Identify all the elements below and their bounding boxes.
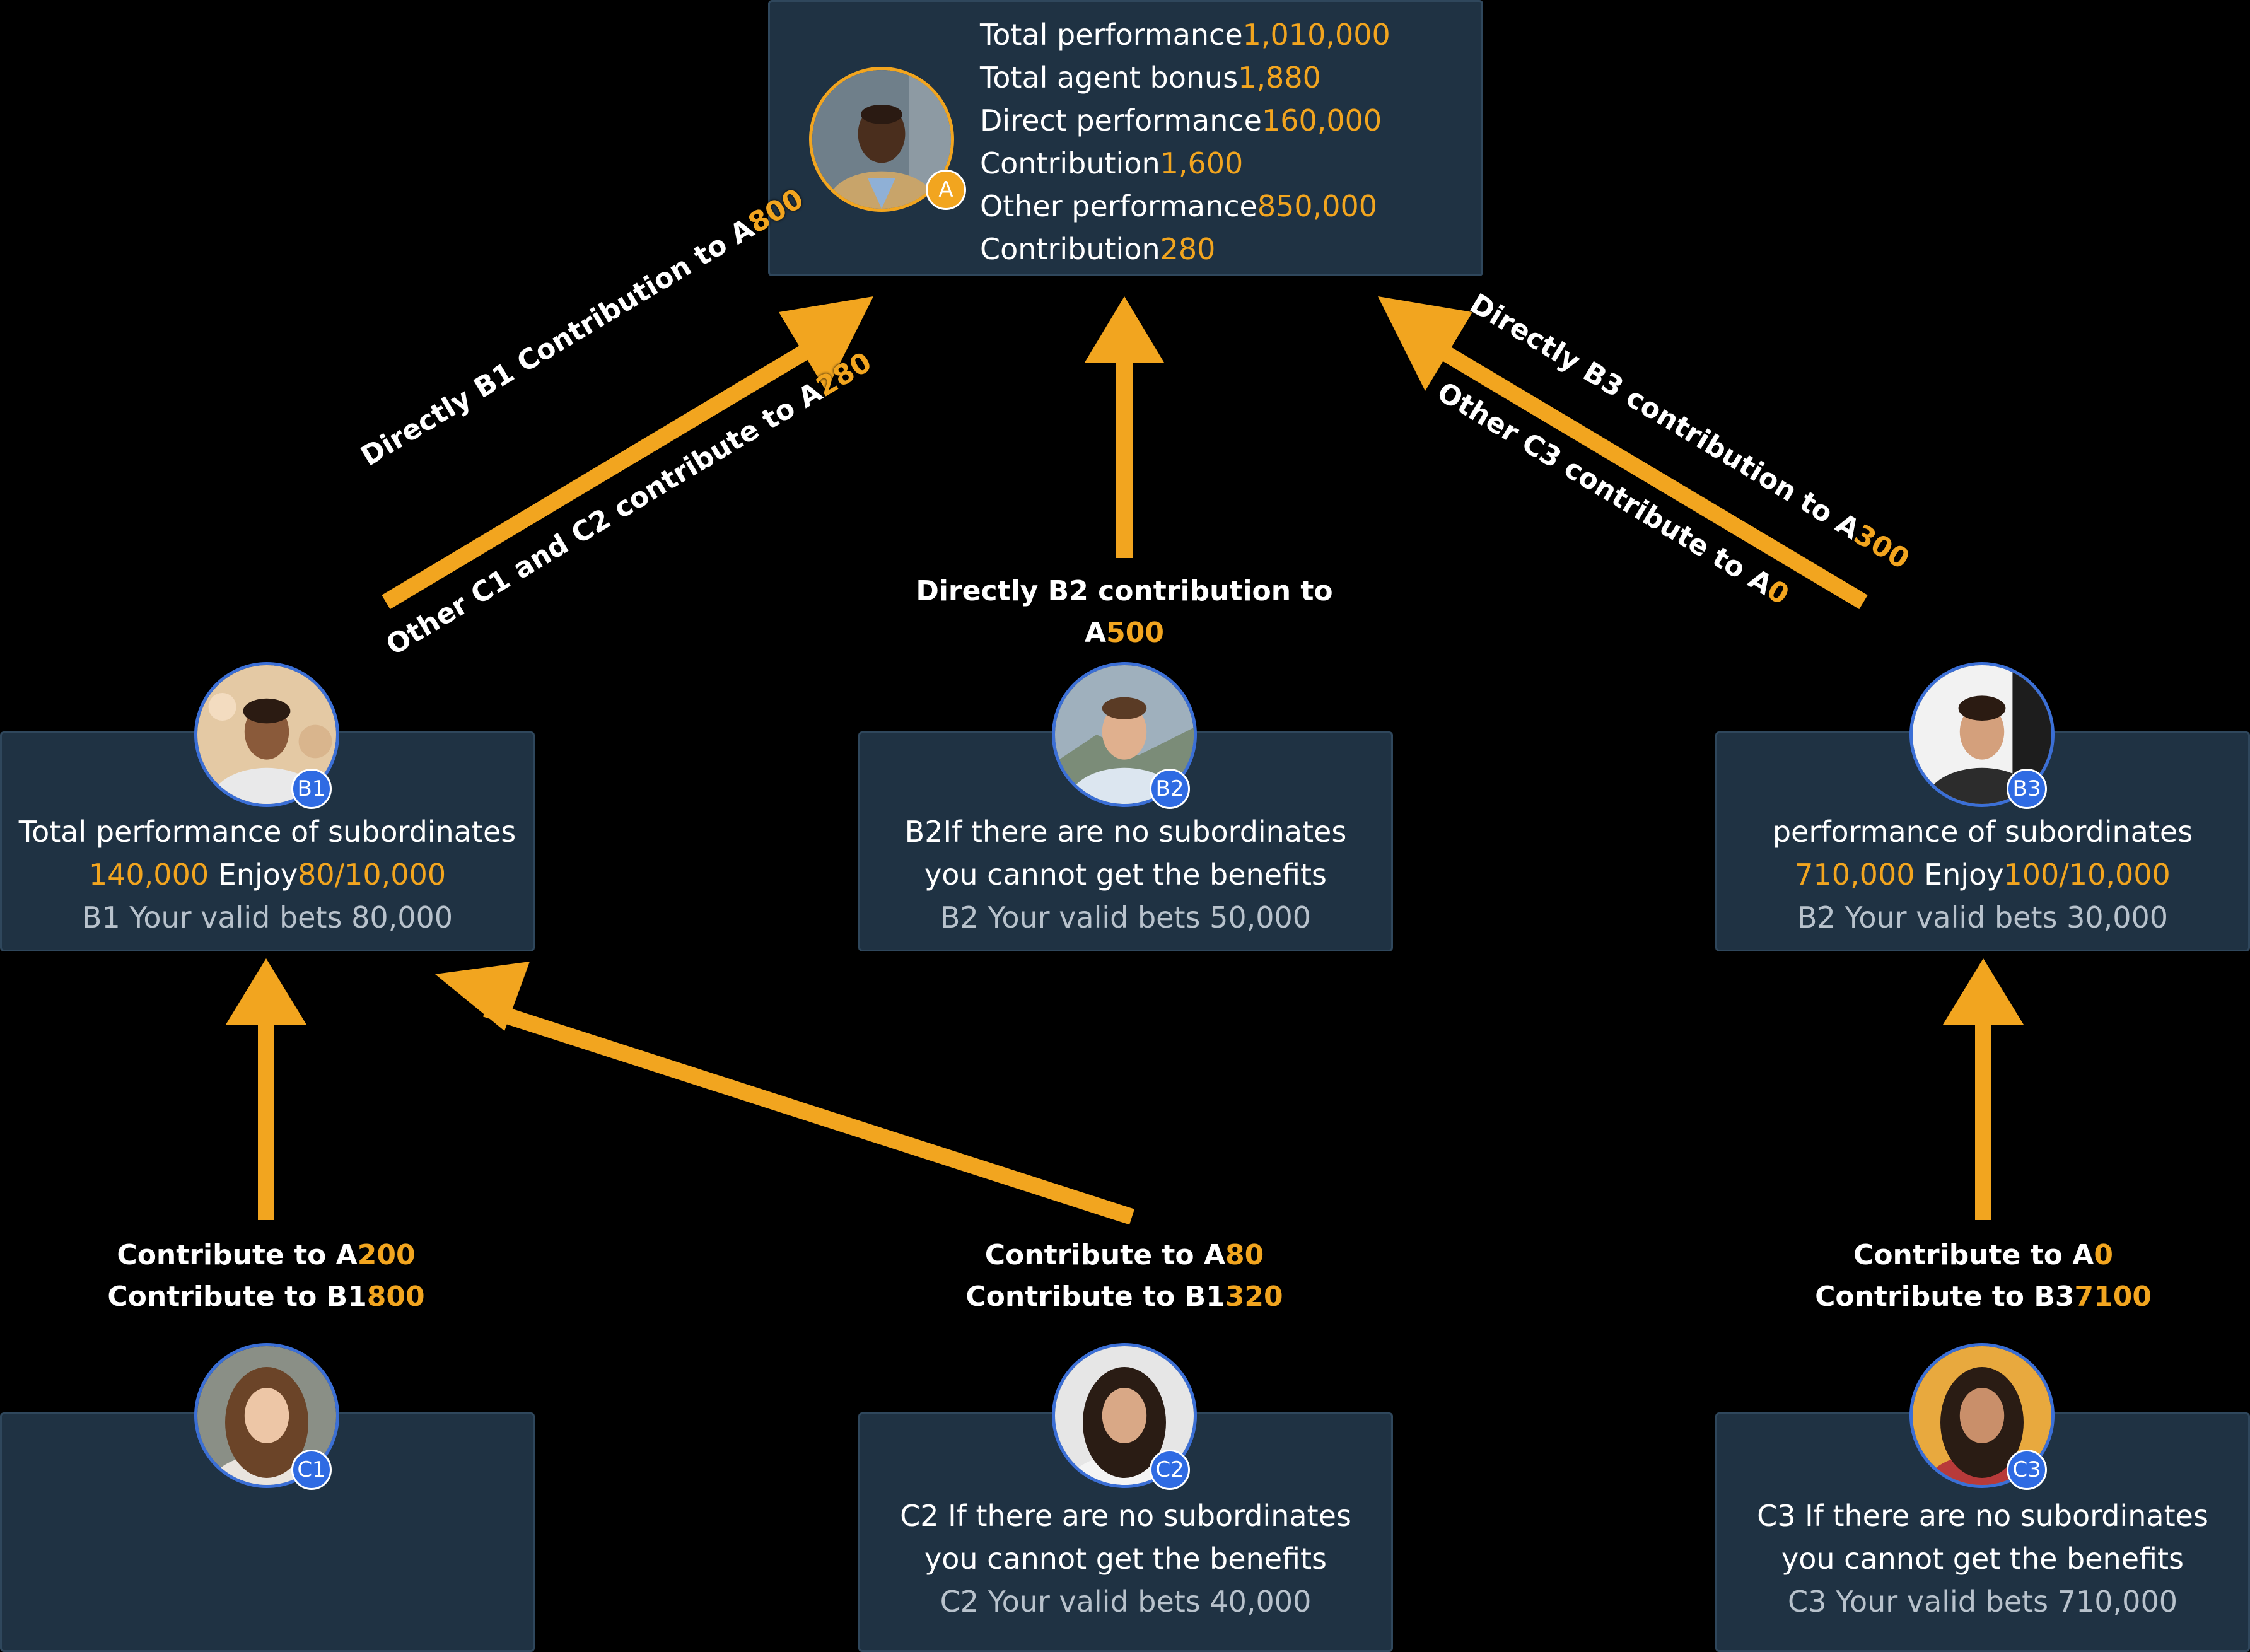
arrow-c3-to-b3 [1943,958,2024,1220]
arrow-c1-to-b1 [226,958,306,1220]
c3-text: C3 If there are no subordinates you cann… [1717,1494,2248,1623]
label-c3-contribution: Contribute to A0 Contribute to B37100 [1794,1235,2172,1318]
c2-line2: you cannot get the benefits [924,1542,1327,1576]
label-c1-line1: Contribute to A200 [117,1239,416,1271]
badge-a: A [926,170,966,210]
badge-c2: C2 [1150,1450,1190,1490]
badge-c1: C1 [291,1450,332,1490]
stat-other-performance: Other performance850,000 [980,189,1378,223]
agent-a-stats: Total performance1,010,000 Total agent b… [980,13,1390,270]
b1-enjoy: 140,000 Enjoy80/10,000 [88,858,446,892]
badge-b1: B1 [291,769,332,809]
label-c2-line1: Contribute to A80 [984,1239,1264,1271]
badge-b3: B3 [2007,769,2047,809]
b2-text: B2If there are no subordinates you canno… [860,810,1391,939]
b3-text: performance of subordinates 710,000 Enjo… [1717,810,2248,939]
label-c2-line2: Contribute to B1320 [965,1281,1283,1313]
c3-line1: C3 If there are no subordinates [1757,1499,2208,1533]
c2-bets: C2 Your valid bets 40,000 [940,1585,1312,1619]
arrow-c2-to-b1 [435,962,1134,1225]
c3-bets: C3 Your valid bets 710,000 [1788,1585,2177,1619]
b3-enjoy: 710,000 Enjoy100/10,000 [1795,858,2171,892]
badge-c3: C3 [2007,1450,2047,1490]
label-b2-line2: A500 [1085,617,1164,649]
label-b2-to-a: Directly B2 contribution to A500 [910,571,1339,654]
b1-title: Total performance of subordinates [18,815,516,849]
stat-total-agent-bonus: Total agent bonus1,880 [980,61,1321,95]
stat-direct-contribution: Contribution1,600 [980,146,1244,180]
b2-line1: B2If there are no subordinates [904,815,1347,849]
arrow-b3-to-a [1378,296,1868,610]
b2-bets: B2 Your valid bets 50,000 [940,900,1312,934]
label-c1-line2: Contribute to B1800 [107,1281,425,1313]
label-c3-line1: Contribute to A0 [1853,1239,2113,1271]
arrow-b2-to-a [1085,296,1164,558]
label-b2-line1: Directly B2 contribution to [916,575,1333,607]
agent-a-card: A Total performance1,010,000 Total agent… [768,0,1483,276]
b3-title: performance of subordinates [1772,815,2193,849]
b1-text: Total performance of subordinates 140,00… [2,810,533,939]
badge-b2: B2 [1150,769,1190,809]
stat-other-contribution: Contribution280 [980,232,1216,266]
b1-bets: B1 Your valid bets 80,000 [81,900,453,934]
avatar-c2 [1052,1343,1197,1488]
label-c1-contribution: Contribute to A200 Contribute to B1800 [77,1235,455,1318]
stat-total-performance: Total performance1,010,000 [980,18,1390,52]
label-c3-line2: Contribute to B37100 [1815,1281,2152,1313]
b3-bets: B2 Your valid bets 30,000 [1797,900,2169,934]
b2-line2: you cannot get the benefits [924,858,1327,892]
stat-direct-performance: Direct performance160,000 [980,103,1382,137]
c3-line2: you cannot get the benefits [1781,1542,2184,1576]
arrow-b1-to-a [382,296,873,610]
label-c2-contribution: Contribute to A80 Contribute to B1320 [935,1235,1314,1318]
c2-text: C2 If there are no subordinates you cann… [860,1494,1391,1623]
c2-line1: C2 If there are no subordinates [900,1499,1351,1533]
